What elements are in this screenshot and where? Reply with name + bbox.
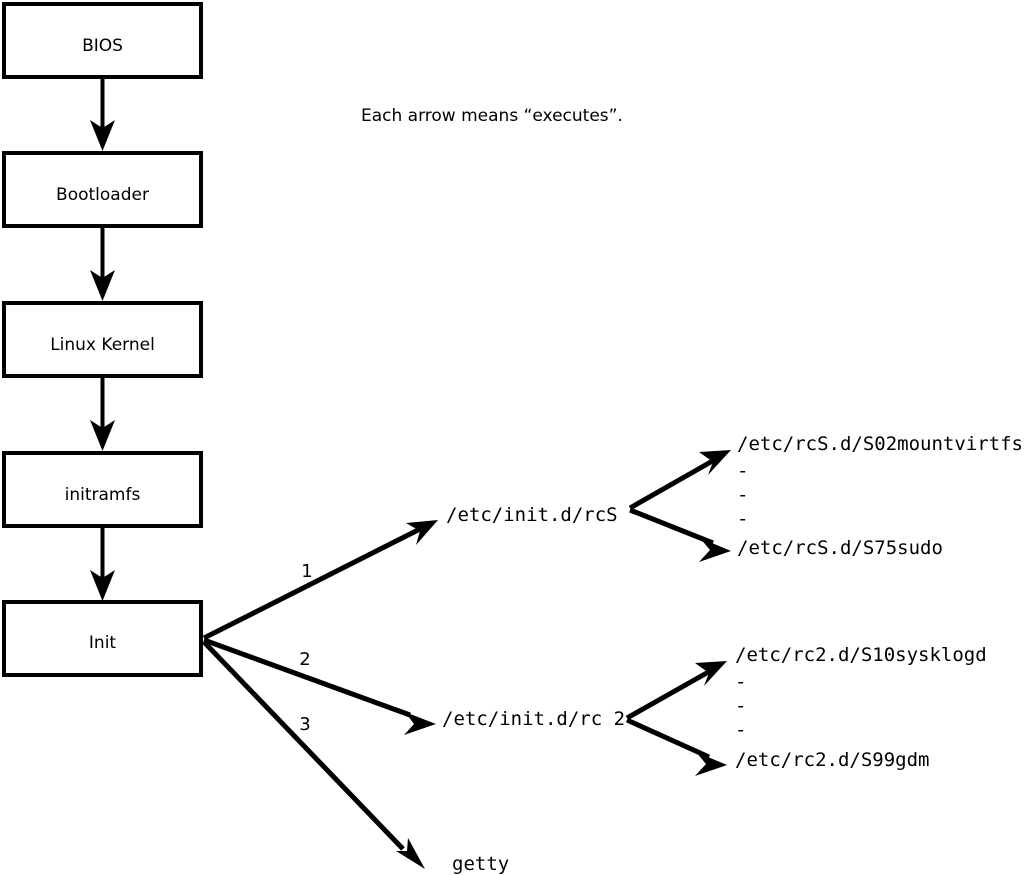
node-bios[interactable]: BIOS bbox=[2, 2, 203, 79]
arrow-head-icon bbox=[90, 120, 115, 151]
label-rcs-ellipsis-3: - bbox=[737, 508, 748, 530]
arrow-head-icon bbox=[695, 752, 727, 776]
arrow-bootloader-to-kernel bbox=[90, 228, 115, 301]
node-bootloader-label: Bootloader bbox=[56, 185, 149, 205]
arrow-head-icon bbox=[90, 570, 115, 601]
label-rcs-ellipsis-2: - bbox=[737, 484, 748, 506]
arrow-bios-to-bootloader bbox=[90, 79, 115, 151]
node-bootloader-rect[interactable] bbox=[2, 151, 203, 228]
arrow-rc2-to-last-script bbox=[625, 717, 727, 776]
node-linux-kernel[interactable]: Linux Kernel bbox=[2, 301, 203, 378]
arrow-rcs-to-first-script bbox=[628, 450, 731, 511]
arrow-head-icon bbox=[699, 538, 731, 562]
arrow-init-to-rc2 bbox=[203, 637, 436, 735]
label-rc2-first-script: /etc/rc2.d/S10sysklogd bbox=[735, 644, 987, 666]
node-initramfs[interactable]: initramfs bbox=[2, 451, 203, 528]
edge-label-2: 2 bbox=[299, 649, 310, 670]
label-rc2-ellipsis-3: - bbox=[735, 719, 746, 741]
arrow-head-icon bbox=[699, 450, 731, 475]
edge-label-3: 3 bbox=[299, 714, 310, 735]
node-init-label: Init bbox=[89, 633, 117, 653]
node-init[interactable]: Init bbox=[2, 600, 203, 677]
arrow-head-icon bbox=[90, 420, 115, 451]
label-rc2-ellipsis-2: - bbox=[735, 695, 746, 717]
arrow-initramfs-to-init bbox=[90, 528, 115, 601]
node-linux-kernel-label: Linux Kernel bbox=[50, 335, 155, 355]
arrow-rc2-to-first-script bbox=[625, 661, 727, 721]
label-init-d-rcs: /etc/init.d/rcS bbox=[446, 504, 618, 526]
arrow-init-to-getty bbox=[202, 640, 425, 869]
node-linux-kernel-rect[interactable] bbox=[2, 301, 203, 378]
node-bios-rect[interactable] bbox=[2, 2, 203, 79]
arrow-head-icon bbox=[695, 661, 727, 686]
node-bootloader[interactable]: Bootloader bbox=[2, 151, 203, 228]
arrow-head-icon bbox=[406, 520, 438, 545]
edge-label-1: 1 bbox=[301, 561, 312, 582]
arrow-kernel-to-initramfs bbox=[90, 378, 115, 451]
node-initramfs-label: initramfs bbox=[65, 485, 141, 505]
label-rcs-first-script: /etc/rcS.d/S02mountvirtfs bbox=[737, 433, 1023, 455]
label-rc2-last-script: /etc/rc2.d/S99gdm bbox=[735, 749, 929, 771]
arrow-head-icon bbox=[90, 270, 115, 301]
diagram-caption: Each arrow means “executes”. bbox=[361, 106, 623, 126]
node-initramfs-rect[interactable] bbox=[2, 451, 203, 528]
arrow-head-icon bbox=[396, 838, 425, 869]
node-bios-label: BIOS bbox=[82, 36, 123, 56]
arrow-rcs-to-last-script bbox=[629, 507, 731, 562]
label-init-d-rc2: /etc/init.d/rc 2 bbox=[442, 708, 625, 730]
label-rc2-ellipsis-1: - bbox=[735, 671, 746, 693]
arrow-head-icon bbox=[404, 712, 436, 735]
label-rcs-last-script: /etc/rcS.d/S75sudo bbox=[737, 537, 943, 559]
label-rcs-ellipsis-1: - bbox=[737, 460, 748, 482]
arrow-init-to-rcs bbox=[202, 520, 438, 641]
node-init-rect[interactable] bbox=[2, 600, 203, 677]
label-getty: getty bbox=[452, 853, 509, 875]
